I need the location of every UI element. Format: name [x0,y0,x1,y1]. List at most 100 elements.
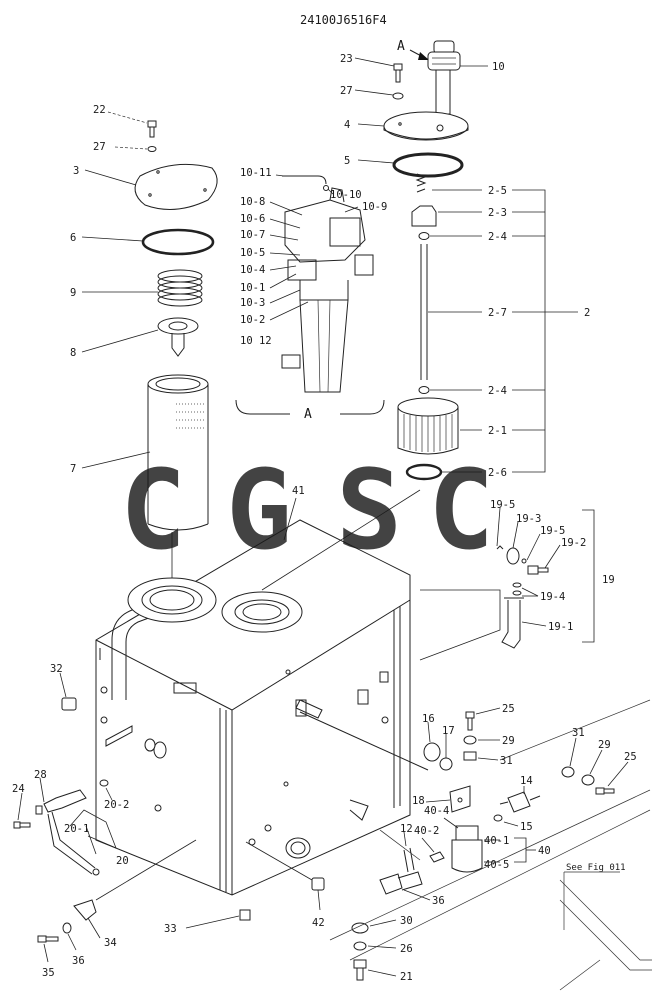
callout-20-1: 20-1 [64,823,89,835]
washer-27-left [114,146,157,152]
callout-16: 16 [422,713,435,725]
callout-35: 35 [42,967,55,979]
callout-19-5-lower: 19-5 [540,525,565,537]
detail-view-a: A [235,174,385,422]
watermark-letter-c2: C [428,446,494,574]
callout-24: 24 [12,783,25,795]
rod-assembly-2 [397,173,578,481]
bolt-25-center [465,707,501,731]
bushing-16-17 [423,721,453,771]
watermark-logo: C G S C [120,446,494,574]
callout-40-2: 40-2 [414,825,439,837]
strainer-7 [81,374,209,531]
callout-6: 6 [70,232,76,244]
callout-40: 40 [538,845,551,857]
cover-plate-3 [84,163,218,210]
callout-10-3: 10-3 [240,297,265,309]
detail-view-label: A [304,407,312,422]
bracket-18 [425,785,471,813]
callout-25-center: 25 [502,703,515,715]
view-arrowhead [418,52,429,60]
hardware-far-right [561,737,629,795]
callout-42: 42 [312,917,325,929]
callout-10-1: 10-1 [240,282,265,294]
callout-10-10: 10-10 [330,189,362,201]
callout-23: 23 [340,53,353,65]
nut-31-center [463,751,499,761]
spring-seat-8 [81,317,199,357]
watermark-letter-c1: C [120,446,186,574]
callout-19-1: 19-1 [548,621,573,633]
callout-26: 26 [400,943,413,955]
callout-2-3: 2-3 [488,207,507,219]
watermark-letter-g: G [226,446,292,574]
callout-2-4-lower: 2-4 [488,385,507,397]
callout-2-4-upper: 2-4 [488,231,507,243]
callout-25-right: 25 [624,751,637,763]
callout-10-4: 10-4 [240,264,265,276]
spring-9 [82,269,203,307]
callout-19-3: 19-3 [516,513,541,525]
callout-10-6: 10-6 [240,213,265,225]
bolt-22 [107,111,157,138]
callout-2-7: 2-7 [488,307,507,319]
bolt-35 [37,935,59,963]
callout-19-5-upper: 19-5 [490,499,515,511]
callout-40-5: 40-5 [484,859,509,871]
callout-34: 34 [104,937,117,949]
callout-29-center: 29 [502,735,515,747]
callout-17: 17 [442,725,455,737]
callout-10-5: 10-5 [240,247,265,259]
callout-10-8: 10-8 [240,196,265,208]
cap-assembly-10: A [397,39,488,115]
callout-22: 22 [93,104,106,116]
callout-27-left: 27 [93,141,106,153]
washer-36-left [62,922,77,951]
callout-2-5: 2-5 [488,185,507,197]
callout-28: 28 [34,769,47,781]
callout-2-6: 2-6 [488,467,507,479]
callout-32: 32 [50,663,63,675]
callout-31-center: 31 [500,755,513,767]
callout-7: 7 [70,463,76,475]
view-arrow-label: A [397,39,405,54]
callout-5: 5 [344,155,350,167]
callout-29-right: 29 [598,739,611,751]
bolt-stack-21 [351,919,397,981]
callout-40-1: 40-1 [484,835,509,847]
callout-2-1: 2-1 [488,425,507,437]
clamp-34 [73,839,197,939]
plug-32 [59,672,77,711]
watermark-letter-s: S [336,446,402,574]
sensor-20 [13,777,117,876]
hose-fitting-12 [379,831,431,901]
callout-27-top: 27 [340,85,353,97]
callout-14: 14 [520,775,533,787]
callout-10-2: 10-2 [240,314,265,326]
callout-15: 15 [520,821,533,833]
document-code: 24100J6516F4 [300,13,387,27]
filter-assembly-40 [421,817,536,873]
gasket-5 [357,152,464,178]
see-reference-note: See Fig 011 [566,863,626,873]
callout-33: 33 [164,923,177,935]
oring-15 [493,814,519,827]
callout-2: 2 [584,307,590,319]
label-plate-10-12 [281,354,301,369]
leader-33 [185,915,240,929]
callout-40-4: 40-4 [424,805,449,817]
callout-10: 10 [492,61,505,73]
callout-4: 4 [344,119,350,131]
callout-19: 19 [602,574,615,586]
callout-19-2: 19-2 [561,537,586,549]
callout-21: 21 [400,971,413,983]
callout-9: 9 [70,287,76,299]
callout-10-11: 10-11 [240,167,272,179]
callout-10-9: 10-9 [362,201,387,213]
callout-41: 41 [292,485,305,497]
callout-36-left: 36 [72,955,85,967]
callout-10-12: 10 12 [240,335,272,347]
callout-20: 20 [116,855,129,867]
bolt-23 [354,57,403,83]
